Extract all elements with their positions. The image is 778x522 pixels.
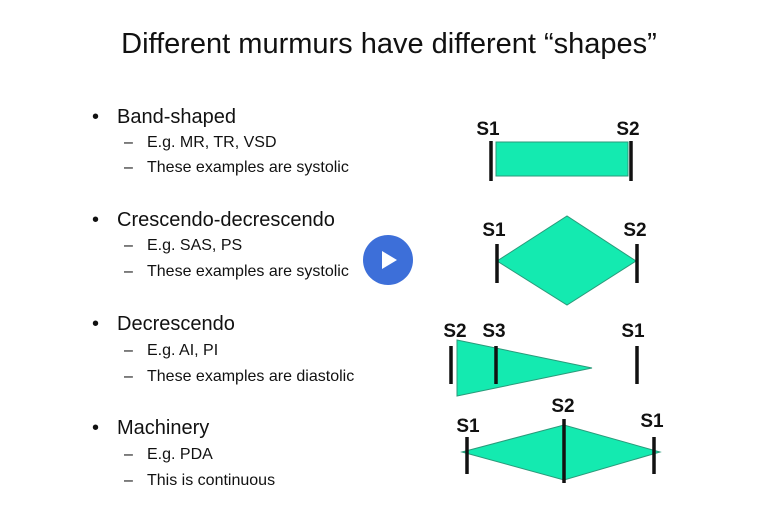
s2-label: S2 — [616, 119, 639, 140]
dash: – — [124, 159, 133, 176]
sub-item-text: These examples are systolic — [147, 263, 349, 280]
dash: – — [124, 368, 133, 385]
dash: – — [124, 134, 133, 151]
band-murmur-shape — [495, 141, 629, 177]
sub-item-text: These examples are diastolic — [147, 368, 355, 385]
slide-title: Different murmurs have different “shapes… — [121, 28, 657, 60]
machinery-murmur-shape — [460, 424, 662, 481]
bullet-heading: Band-shaped — [117, 106, 236, 128]
dash: – — [124, 237, 133, 254]
s2-label: S2 — [551, 396, 574, 417]
sub-item-text: E.g. SAS, PS — [147, 237, 243, 254]
diamond-murmur-shape — [496, 215, 637, 306]
dash: – — [124, 342, 133, 359]
s1-label: S1 — [456, 416, 480, 437]
bullet-heading: Decrescendo — [117, 313, 235, 335]
s2-label: S2 — [443, 321, 466, 342]
sub-item-text: These examples are systolic — [147, 159, 349, 176]
s1-label: S1 — [640, 411, 664, 432]
crescendo-decrescendo-diagram: S1 S2 — [482, 215, 647, 306]
play-button[interactable] — [363, 235, 413, 285]
dash: – — [124, 472, 133, 489]
triangle-murmur-shape — [456, 339, 593, 397]
play-icon — [382, 251, 397, 269]
dash: – — [124, 446, 133, 463]
s2-label: S2 — [623, 220, 646, 241]
sub-item-text: This is continuous — [147, 472, 276, 489]
band-shaped-diagram: S1 S2 — [476, 119, 640, 181]
bullet-dot: • — [92, 209, 100, 231]
bullet-heading: Machinery — [117, 417, 210, 439]
bullet-dot: • — [92, 313, 100, 335]
s1-label: S1 — [621, 321, 645, 342]
dash: – — [124, 263, 133, 280]
bullet-dot: • — [92, 106, 100, 128]
decrescendo-diagram: S2 S3 S1 — [443, 321, 645, 397]
machinery-diagram: S1 S2 S1 — [456, 396, 664, 483]
s3-label: S3 — [482, 321, 505, 342]
s1-label: S1 — [476, 119, 500, 140]
bullet-heading: Crescendo-decrescendo — [117, 209, 335, 231]
sub-item-text: E.g. PDA — [147, 446, 213, 463]
sub-item-text: E.g. AI, PI — [147, 342, 219, 359]
bullet-dot: • — [92, 417, 100, 439]
s1-label: S1 — [482, 220, 506, 241]
sub-item-text: E.g. MR, TR, VSD — [147, 134, 277, 151]
